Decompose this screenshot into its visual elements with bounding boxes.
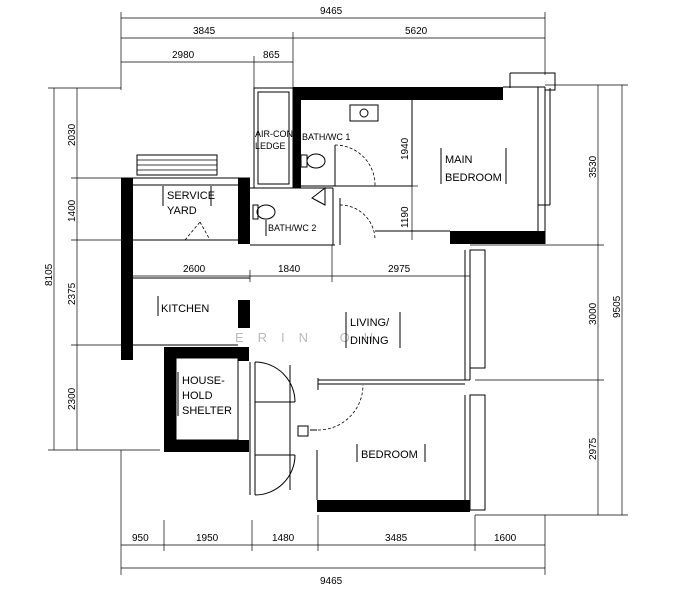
watermark: ERIN OH — [235, 330, 387, 345]
dim-row-1840: 1840 — [278, 264, 301, 275]
room-labels: MAIN BEDROOM BATH/WC 1 AIR-CON LEDGE SER… — [157, 128, 507, 462]
label-aircon-1: AIR-CON — [255, 129, 293, 139]
label-service-1: SERVICE — [167, 190, 215, 202]
label-bath1: BATH/WC 1 — [302, 132, 350, 142]
bottom-dimensions: 950 1950 1480 3485 1600 9465 — [120, 450, 546, 587]
right-dimensions: 3530 3000 2975 9505 — [470, 84, 628, 516]
top-dimensions: 9465 3845 5620 2980 865 — [120, 6, 546, 90]
walls — [121, 87, 545, 512]
label-service-2: YARD — [167, 205, 197, 217]
dim-left-total: 8105 — [44, 263, 55, 286]
label-aircon-2: LEDGE — [255, 141, 286, 151]
dim-bottom-c: 1480 — [272, 533, 295, 544]
dim-inner-1190: 1190 — [400, 206, 411, 228]
dim-right-total: 9505 — [612, 295, 623, 318]
dim-right-c: 2975 — [588, 437, 599, 460]
label-living-1: LIVING/ — [350, 317, 390, 329]
label-shelter-2: HOLD — [182, 390, 213, 402]
dim-top-total: 9465 — [320, 6, 343, 17]
dim-right-a: 3530 — [588, 155, 599, 178]
dim-bottom-d: 3485 — [385, 533, 408, 544]
dim-bottom-e: 1600 — [494, 533, 517, 544]
dim-bottom-a: 950 — [132, 533, 149, 544]
dim-top-left: 3845 — [193, 26, 216, 37]
dim-inner-1940: 1940 — [400, 137, 411, 160]
dim-left-d: 2300 — [67, 387, 78, 410]
thin-walls — [121, 72, 556, 511]
label-bedroom: BEDROOM — [361, 449, 418, 461]
label-shelter-1: HOUSE- — [182, 375, 225, 387]
dim-top-sub-b: 865 — [263, 50, 280, 61]
dim-top-sub-a: 2980 — [172, 50, 195, 61]
label-kitchen: KITCHEN — [161, 303, 209, 315]
dim-top-right: 5620 — [405, 26, 428, 37]
left-dimensions: 8105 2030 1400 2375 2300 — [44, 87, 160, 451]
dim-bottom-total: 9465 — [320, 576, 343, 587]
label-shelter-3: SHELTER — [182, 405, 232, 417]
dim-row-2975: 2975 — [388, 264, 411, 275]
dim-left-b: 1400 — [67, 199, 78, 222]
label-bath2: BATH/WC 2 — [268, 223, 316, 233]
label-living-2: DINING — [350, 335, 389, 347]
dim-left-c: 2375 — [67, 282, 78, 305]
dim-bottom-b: 1950 — [196, 533, 219, 544]
dim-row-2600: 2600 — [183, 264, 206, 275]
dim-left-a: 2030 — [67, 123, 78, 146]
label-main-bedroom-1: MAIN — [445, 154, 473, 166]
dim-right-b: 3000 — [588, 302, 599, 325]
label-main-bedroom-2: BEDROOM — [445, 172, 502, 184]
